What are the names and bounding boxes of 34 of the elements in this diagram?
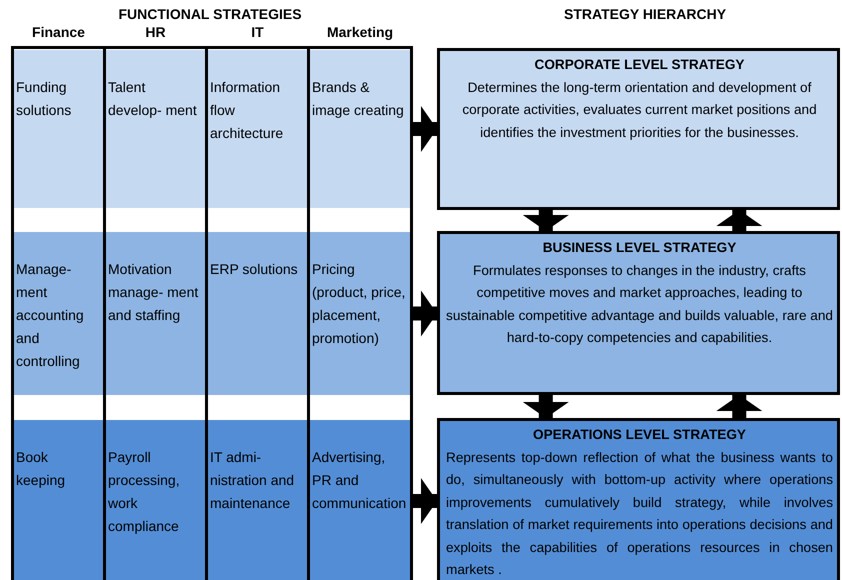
column-heading: Finance [31, 24, 86, 40]
block-arrow [716, 395, 762, 418]
strategy-cell: ERP solutions [208, 232, 307, 395]
block-arrow [522, 395, 569, 418]
level-description: Formulates responses to changes in the industry, crafts competitive moves and market approaches, leading to sustainable competitive advantage and builds valuable, rare and hard-to-copy competencies and capabilities. [446, 262, 833, 347]
block-arrow [410, 478, 437, 524]
strategy-cell: Advertising, PR and communication [310, 420, 410, 580]
level-heading: BUSINESS LEVEL STRATEGY [542, 239, 738, 257]
strategy-cell: IT admi- nistration and maintenance [208, 420, 307, 580]
block-arrow [410, 106, 437, 152]
strategy-cell: Information flow architecture [208, 50, 307, 208]
strategy-cell: Book keeping [14, 420, 103, 580]
strategy-cell: Brands & image creating [310, 50, 410, 208]
section-heading: STRATEGY HIERARCHY [564, 6, 726, 22]
block-arrow [716, 210, 762, 231]
strategy-cell: Pricing (product, price, placement, promotion) [310, 232, 410, 395]
level-box [437, 418, 840, 580]
level-box [437, 231, 840, 395]
strategy-cell: Talent develop- ment [106, 50, 205, 208]
level-heading: OPERATIONS LEVEL STRATEGY [532, 426, 747, 444]
block-arrow [410, 290, 437, 336]
block-arrow [522, 210, 569, 231]
column-heading: HR [144, 24, 167, 40]
strategy-cell: Motivation manage- ment and staffing [106, 232, 205, 395]
strategy-cell: Manage- ment accounting and controlling [14, 232, 103, 395]
strategy-cell: Payroll processing, work compliance [106, 420, 205, 580]
column-heading: Marketing [326, 24, 394, 40]
level-heading: CORPORATE LEVEL STRATEGY [534, 56, 746, 74]
strategy-cell: Funding solutions [14, 50, 103, 208]
column-heading: IT [250, 24, 265, 40]
level-description: Represents top-down reflection of what the business wants to do, simultaneously with bottom-up activity where operations improvements cumulatively build strategy, while involves translation of market requirements into operations decisions and exploits the capabilities of operations resources in chosen markets . [446, 448, 833, 579]
level-description: Determines the long-term orientation and development of corporate activities, evaluates current market positions and identifies the investment priorities for the businesses. [461, 78, 818, 142]
level-box [437, 48, 840, 210]
section-heading: FUNCTIONAL STRATEGIES [118, 6, 302, 22]
